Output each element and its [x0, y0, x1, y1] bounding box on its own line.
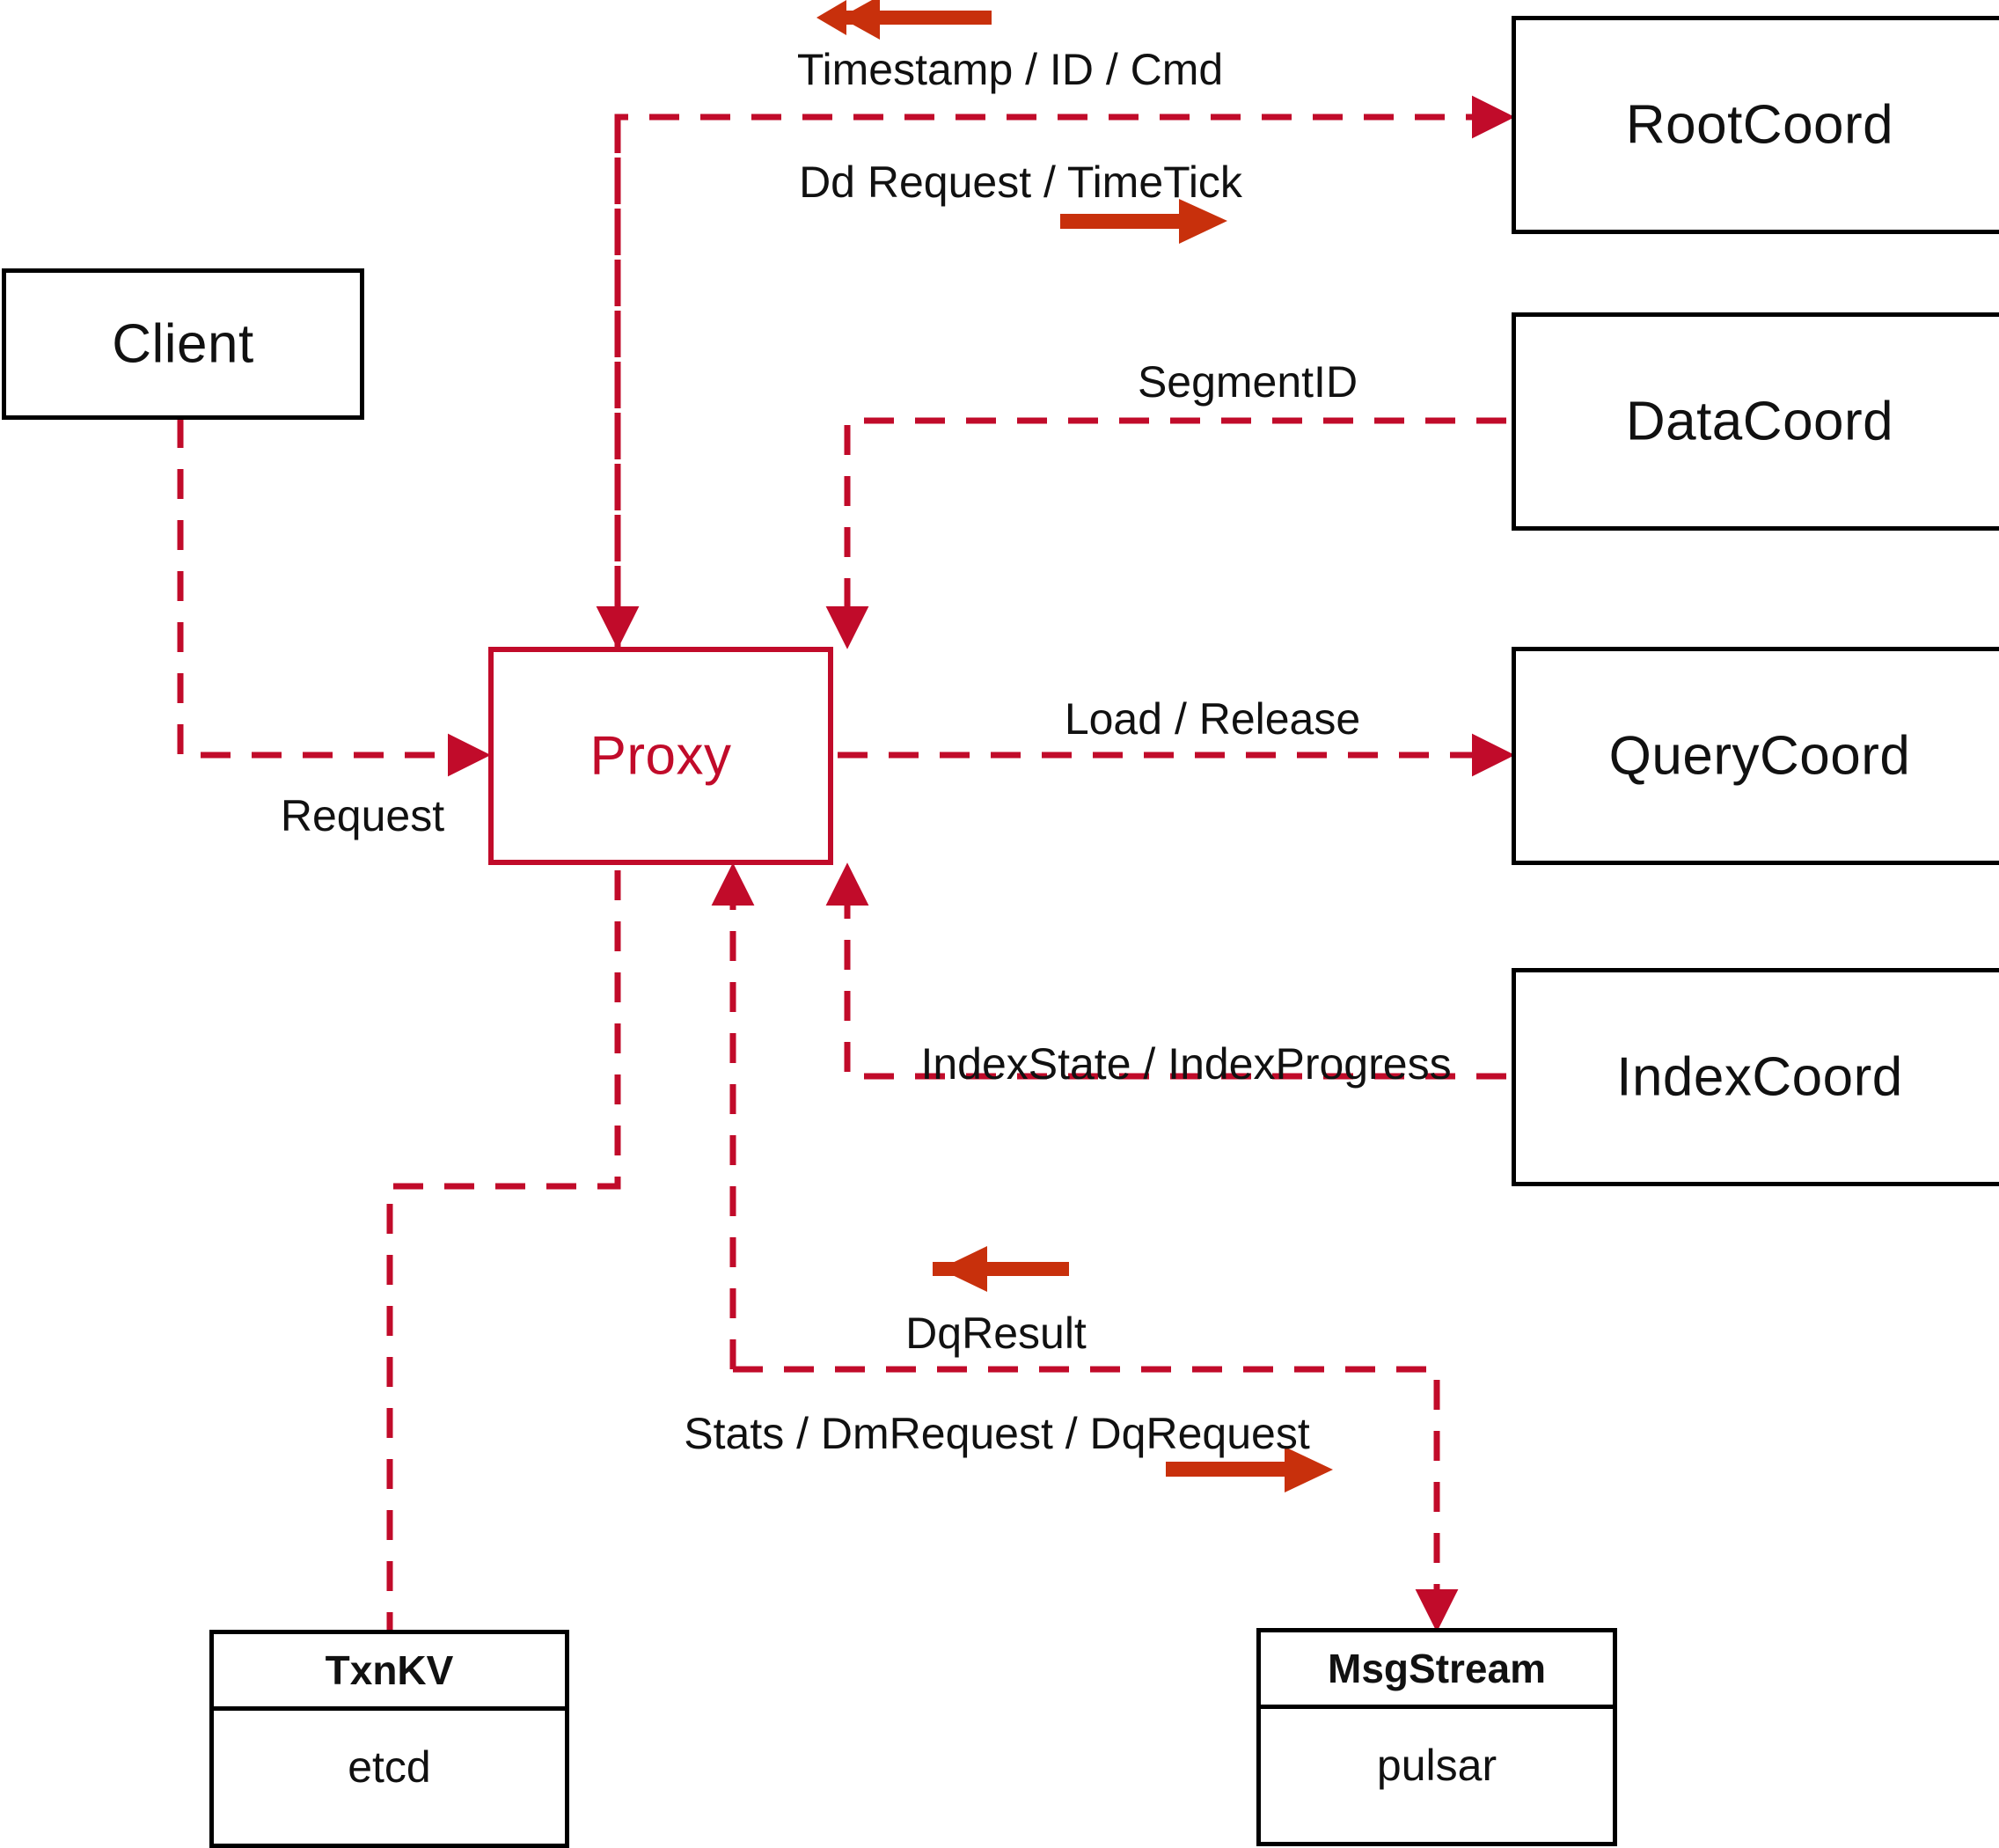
node-rootcoord[interactable]: RootCoord: [1512, 16, 1999, 234]
direction-arrow-dqresult: [933, 1246, 1069, 1292]
node-txnkv[interactable]: TxnKV etcd: [209, 1630, 569, 1848]
node-indexcoord-label: IndexCoord: [1616, 1046, 1903, 1108]
node-proxy[interactable]: Proxy: [488, 647, 833, 865]
node-msgstream[interactable]: MsgStream pulsar: [1256, 1628, 1617, 1846]
node-proxy-label: Proxy: [589, 725, 732, 787]
edge-label-segment-id: SegmentID: [1137, 357, 1358, 407]
edge-label-request: Request: [280, 791, 445, 840]
node-querycoord[interactable]: QueryCoord: [1512, 647, 1999, 865]
direction-indicators: [816, 0, 1333, 1492]
edge-label-dq-result: DqResult: [905, 1309, 1087, 1358]
node-indexcoord[interactable]: IndexCoord: [1512, 968, 1999, 1186]
node-client-label: Client: [112, 313, 254, 375]
wire-client-proxy: [177, 418, 491, 777]
node-datacoord[interactable]: DataCoord: [1512, 312, 1999, 531]
edge-label-stats-dm-dq: Stats / DmRequest / DqRequest: [684, 1409, 1310, 1458]
edge-label-dd-request-timetick: Dd Request / TimeTick: [799, 158, 1242, 207]
wire-datacoord-proxy: [825, 417, 1506, 649]
edge-label-load-release: Load / Release: [1064, 694, 1361, 744]
node-datacoord-label: DataCoord: [1625, 391, 1894, 452]
node-client[interactable]: Client: [2, 268, 364, 420]
wire-proxy-txnkv: [386, 870, 621, 1630]
node-msgstream-title: MsgStream: [1261, 1632, 1613, 1709]
node-msgstream-body: pulsar: [1376, 1740, 1497, 1790]
node-querycoord-label: QueryCoord: [1608, 725, 1911, 787]
direction-arrow-timestamp: [816, 0, 992, 40]
edge-label-timestamp-id-cmd: Timestamp / ID / Cmd: [796, 45, 1224, 94]
node-txnkv-body: etcd: [348, 1742, 431, 1792]
node-txnkv-title: TxnKV: [214, 1634, 565, 1711]
node-rootcoord-label: RootCoord: [1625, 94, 1894, 156]
edge-label-index-state-progress: IndexState / IndexProgress: [920, 1039, 1452, 1089]
